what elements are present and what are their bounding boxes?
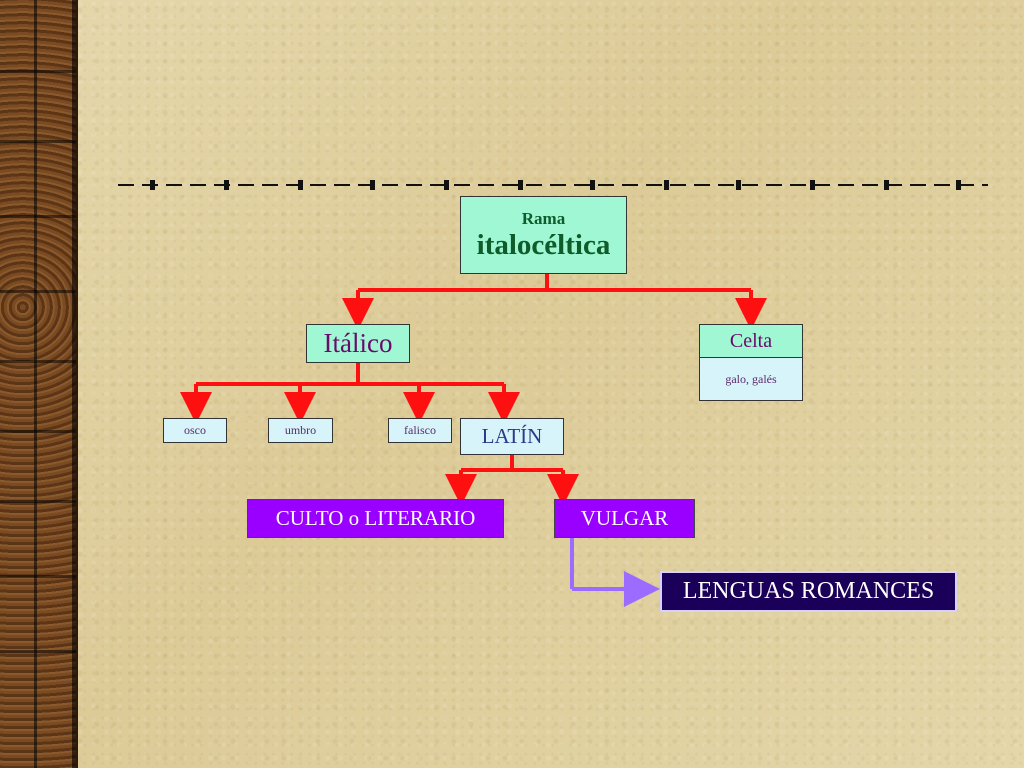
node-osco-label: osco <box>184 423 206 438</box>
node-lenguas-romances: LENGUAS ROMANCES <box>660 571 957 612</box>
node-rama-italoceltica: Rama italocéltica <box>460 196 627 274</box>
node-italico-label: Itálico <box>323 328 393 359</box>
node-root-small-label: Rama <box>521 208 566 228</box>
node-falisco: falisco <box>388 418 452 443</box>
node-culto-literario: CULTO o LITERARIO <box>247 499 504 538</box>
node-osco: osco <box>163 418 227 443</box>
node-celta-header: Celta <box>700 325 802 358</box>
node-umbro-label: umbro <box>284 423 317 438</box>
node-culto-literario-label: CULTO o LITERARIO <box>275 506 476 531</box>
node-latin-label: LATÍN <box>481 424 543 449</box>
decorative-wood-sidebar <box>0 0 78 768</box>
node-lenguas-romances-label: LENGUAS ROMANCES <box>682 577 935 604</box>
node-umbro: umbro <box>268 418 333 443</box>
node-italico: Itálico <box>306 324 410 363</box>
node-falisco-label: falisco <box>404 423 436 438</box>
node-vulgar-label: VULGAR <box>580 506 669 531</box>
node-vulgar: VULGAR <box>554 499 695 538</box>
node-celta-sublabel: galo, galés <box>725 371 777 386</box>
node-celta-label: Celta <box>729 329 773 352</box>
node-latin: LATÍN <box>460 418 564 455</box>
node-root-big-label: italocéltica <box>476 228 611 261</box>
node-celta-sub: galo, galés <box>700 358 802 400</box>
decorative-dash-rule <box>118 180 988 190</box>
node-celta: Celta galo, galés <box>699 324 803 401</box>
